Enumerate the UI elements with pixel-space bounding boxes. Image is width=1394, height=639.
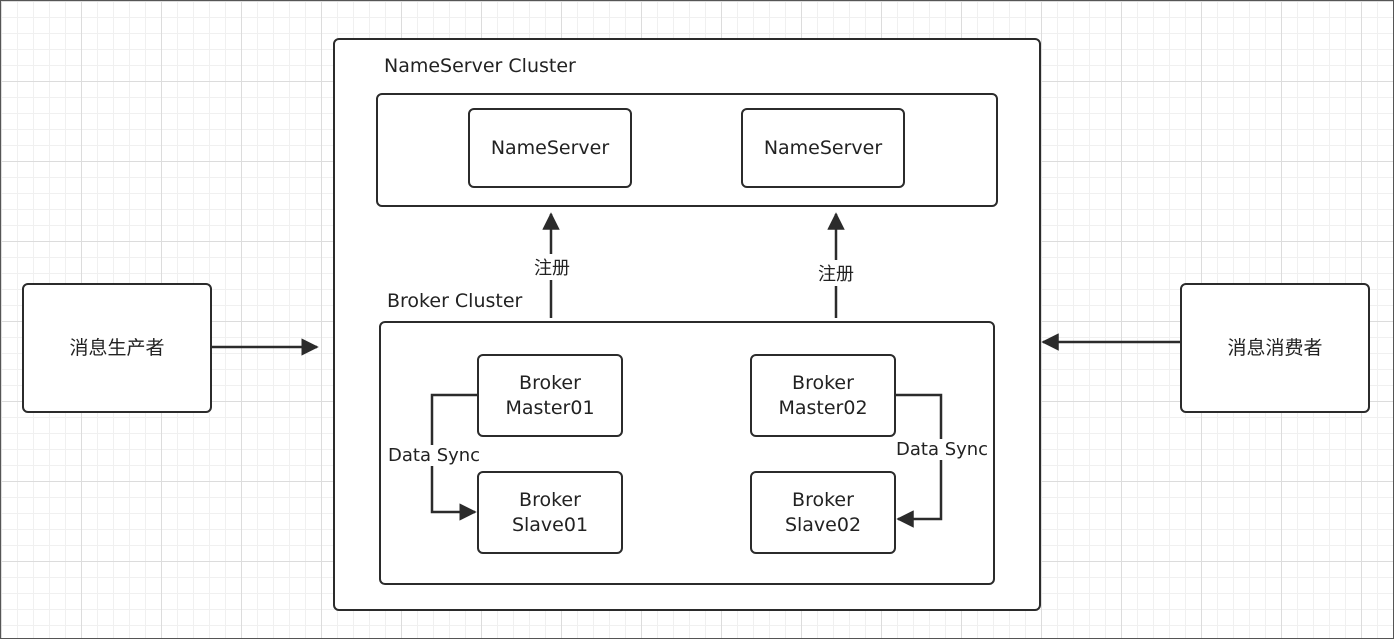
consumer-node: 消息消费者 (1180, 283, 1370, 413)
data-sync-label-right: Data Sync (895, 439, 990, 460)
broker-slave02-node: Broker Slave02 (750, 471, 896, 554)
producer-node: 消息生产者 (22, 283, 212, 413)
nameserver-node-2: NameServer (741, 108, 905, 188)
broker-slave01-node: Broker Slave01 (477, 471, 623, 554)
nameserver-node-1: NameServer (468, 108, 632, 188)
broker-master02-node: Broker Master02 (750, 354, 896, 437)
broker-cluster-title: Broker Cluster (387, 290, 523, 312)
data-sync-label-left: Data Sync (387, 445, 482, 466)
nameserver-cluster-title: NameServer Cluster (384, 55, 576, 77)
broker-master01-node: Broker Master01 (477, 354, 623, 437)
register-label-left: 注册 (533, 254, 571, 280)
register-label-right: 注册 (817, 260, 855, 286)
